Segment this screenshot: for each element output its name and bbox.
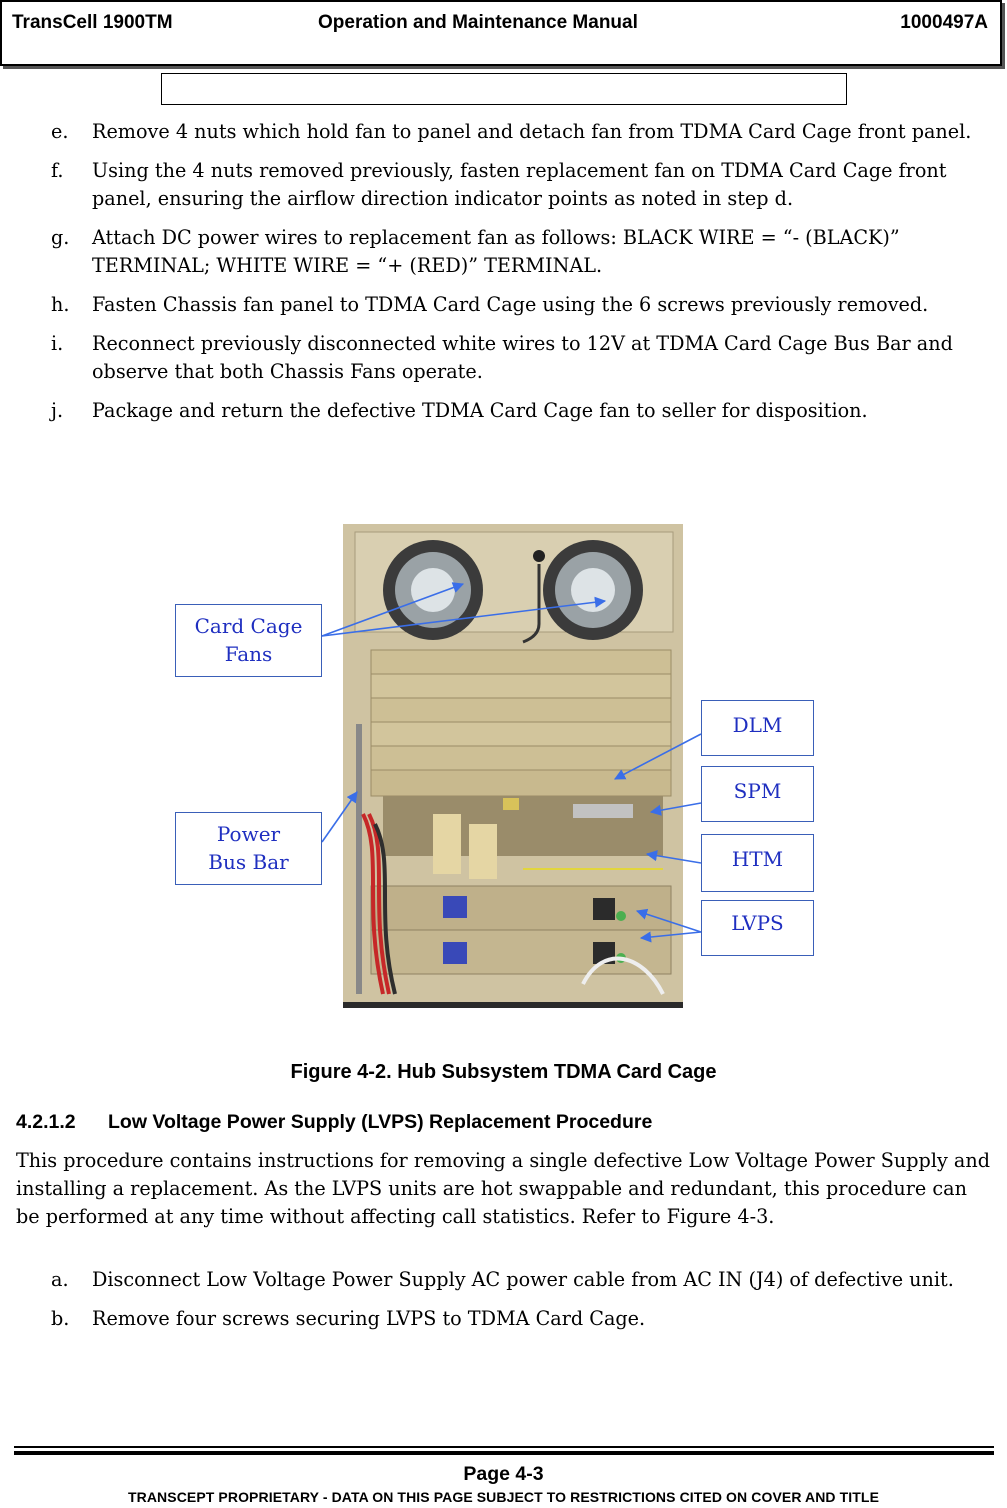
- callout-text: SPM: [733, 779, 782, 803]
- card-cage-photo: [343, 524, 683, 1008]
- footer-rule: [14, 1451, 994, 1455]
- step-a: a. Disconnect Low Voltage Power Supply AC…: [49, 1266, 994, 1294]
- header-title: Operation and Maintenance Manual: [318, 12, 638, 33]
- step-h: h. Fasten Chassis fan panel to TDMA Card …: [49, 291, 994, 319]
- section-heading: 4.2.1.2 Low Voltage Power Supply (LVPS) R…: [16, 1111, 652, 1134]
- step-marker: g.: [51, 226, 70, 249]
- step-b: b. Remove four screws securing LVPS to TD…: [49, 1305, 994, 1333]
- step-marker: b.: [51, 1307, 70, 1330]
- step-text: Using the 4 nuts removed previously, fas…: [92, 159, 947, 210]
- step-marker: e.: [51, 120, 69, 143]
- step-text: Attach DC power wires to replacement fan…: [92, 226, 900, 277]
- figure-caption: Figure 4-2. Hub Subsystem TDMA Card Cage: [290, 1061, 717, 1083]
- callout-htm: HTM: [701, 834, 814, 892]
- step-text: Remove 4 nuts which hold fan to panel an…: [92, 120, 972, 143]
- step-i: i. Reconnect previously disconnected whit…: [49, 330, 994, 386]
- card-cage-figure: Card Cage Fans Power Bus Bar DLM SPM HTM…: [175, 524, 815, 1010]
- callout-text: DLM: [732, 713, 783, 737]
- callout-power-bus-bar: Power Bus Bar: [175, 812, 322, 885]
- step-marker: a.: [51, 1268, 69, 1291]
- footer-rule: [14, 1446, 994, 1448]
- callout-text: Fans: [224, 642, 273, 666]
- header-product: TransCell 1900TM: [12, 12, 173, 33]
- callout-text: LVPS: [731, 911, 784, 935]
- empty-frame: [161, 73, 847, 105]
- proprietary-notice: TRANSCEPT PROPRIETARY - DATA ON THIS PAG…: [127, 1489, 880, 1505]
- section-number: 4.2.1.2: [16, 1111, 76, 1133]
- header-doc-number: 1000497A: [900, 12, 988, 33]
- step-marker: i.: [51, 332, 64, 355]
- step-text: Disconnect Low Voltage Power Supply AC p…: [92, 1268, 954, 1291]
- step-text: Fasten Chassis fan panel to TDMA Card Ca…: [92, 293, 929, 316]
- step-marker: j.: [51, 399, 64, 422]
- callout-text: Bus Bar: [208, 850, 289, 874]
- step-marker: f.: [51, 159, 64, 182]
- callout-dlm: DLM: [701, 700, 814, 756]
- section-title: Low Voltage Power Supply (LVPS) Replacem…: [108, 1111, 653, 1133]
- step-text: Reconnect previously disconnected white …: [92, 332, 953, 383]
- callout-lvps: LVPS: [701, 900, 814, 956]
- step-f: f. Using the 4 nuts removed previously, f…: [49, 157, 994, 213]
- callout-arrows: [321, 582, 702, 943]
- step-g: g. Attach DC power wires to replacement f…: [49, 224, 994, 280]
- step-text: Package and return the defective TDMA Ca…: [92, 399, 868, 422]
- step-marker: h.: [51, 293, 70, 316]
- page-header: TransCell 1900TM Operation and Maintenan…: [0, 0, 1002, 66]
- step-e: e. Remove 4 nuts which hold fan to panel …: [49, 118, 994, 146]
- procedure-steps-bottom: a. Disconnect Low Voltage Power Supply AC…: [49, 1266, 994, 1344]
- callout-spm: SPM: [701, 766, 814, 822]
- section-intro: This procedure contains instructions for…: [16, 1149, 990, 1228]
- step-text: Remove four screws securing LVPS to TDMA…: [92, 1307, 646, 1330]
- page-number: Page 4-3: [463, 1463, 544, 1485]
- step-j: j. Package and return the defective TDMA …: [49, 397, 994, 425]
- callout-card-cage-fans: Card Cage Fans: [175, 604, 322, 677]
- callout-text: HTM: [731, 847, 784, 871]
- callout-text: Card Cage: [194, 614, 303, 638]
- callout-text: Power: [216, 822, 281, 846]
- procedure-steps-top: e. Remove 4 nuts which hold fan to panel …: [49, 118, 994, 436]
